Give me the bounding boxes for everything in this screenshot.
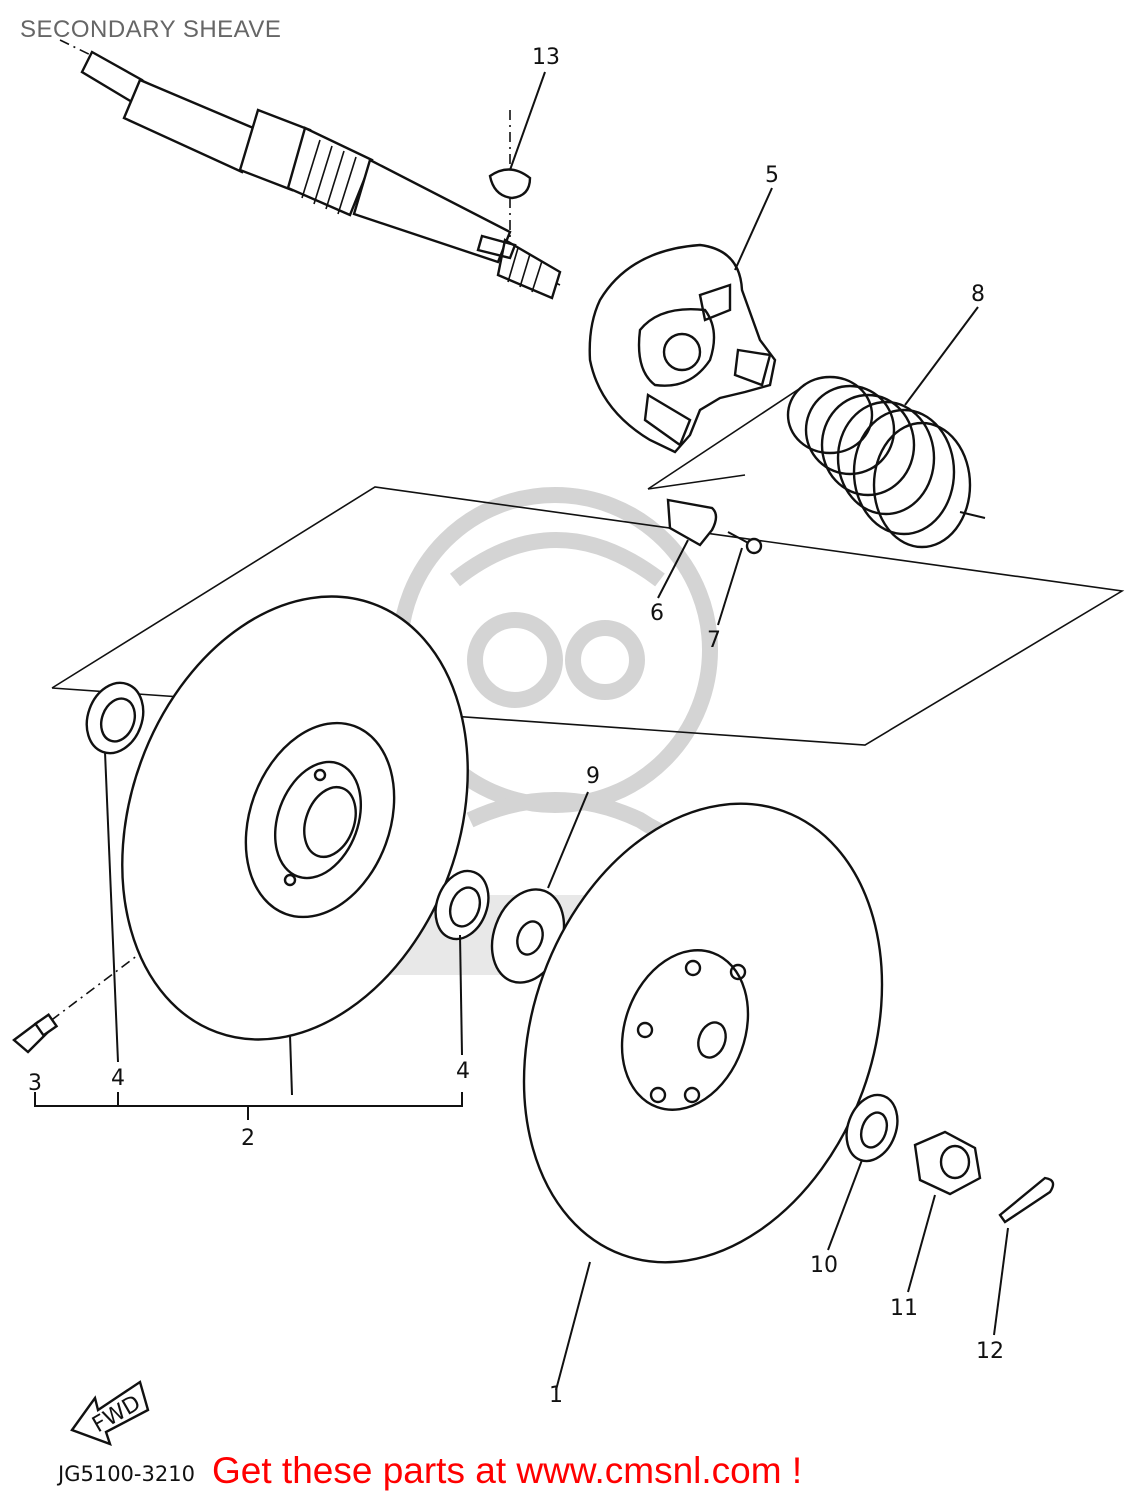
leader-2 (289, 1034, 293, 1096)
callout-2: 2 (241, 1126, 255, 1151)
leader-12 (907, 1194, 936, 1293)
fixed-sheave (121, 595, 469, 1041)
leader-8 (904, 306, 979, 406)
leader-4-left (104, 751, 119, 1063)
cotter-pin (998, 1176, 1055, 1224)
washer-small (845, 1093, 899, 1163)
leader-4-right (459, 934, 463, 1056)
callout-9: 9 (586, 764, 600, 789)
compression-spring (786, 375, 986, 549)
diagram-title: SECONDARY SHEAVE (20, 16, 282, 43)
leader-13 (993, 1227, 1009, 1336)
drawing-code: JG5100-3210 (58, 1462, 195, 1486)
leader-7 (717, 547, 743, 626)
leader-10 (509, 71, 546, 171)
grease-nipple (12, 1013, 59, 1054)
slider (666, 498, 718, 547)
callout-13: 12 (976, 1339, 1004, 1364)
callout-8: 8 (971, 282, 985, 307)
bracket-2 (34, 1092, 463, 1107)
callout-12: 11 (890, 1296, 918, 1321)
callout-11: 10 (810, 1253, 838, 1278)
fwd-direction-arrow: FWD (70, 1380, 150, 1446)
callout-7: 7 (707, 628, 721, 653)
callout-10: 13 (532, 45, 560, 70)
shaft (80, 50, 562, 300)
leader-11 (827, 1159, 863, 1251)
woodruff-key (488, 168, 532, 200)
promo-link[interactable]: Get these parts at www.cmsnl.com ! (212, 1450, 803, 1491)
oil-seal-right (434, 869, 490, 941)
callout-4-left: 4 (111, 1066, 125, 1091)
leader-5 (734, 187, 773, 271)
leader-6 (657, 539, 689, 599)
callout-3: 3 (28, 1071, 42, 1096)
callout-4-right: 4 (456, 1059, 470, 1084)
callout-6: 6 (650, 601, 664, 626)
leader-9 (547, 791, 589, 889)
callout-5: 5 (765, 163, 779, 188)
leader-1 (555, 1261, 591, 1391)
sliding-sheave (522, 802, 884, 1264)
screw (727, 531, 763, 555)
torque-cam (588, 243, 777, 454)
nut (913, 1130, 982, 1196)
oil-seal-left (85, 681, 145, 755)
callout-1: 1 (549, 1383, 563, 1408)
